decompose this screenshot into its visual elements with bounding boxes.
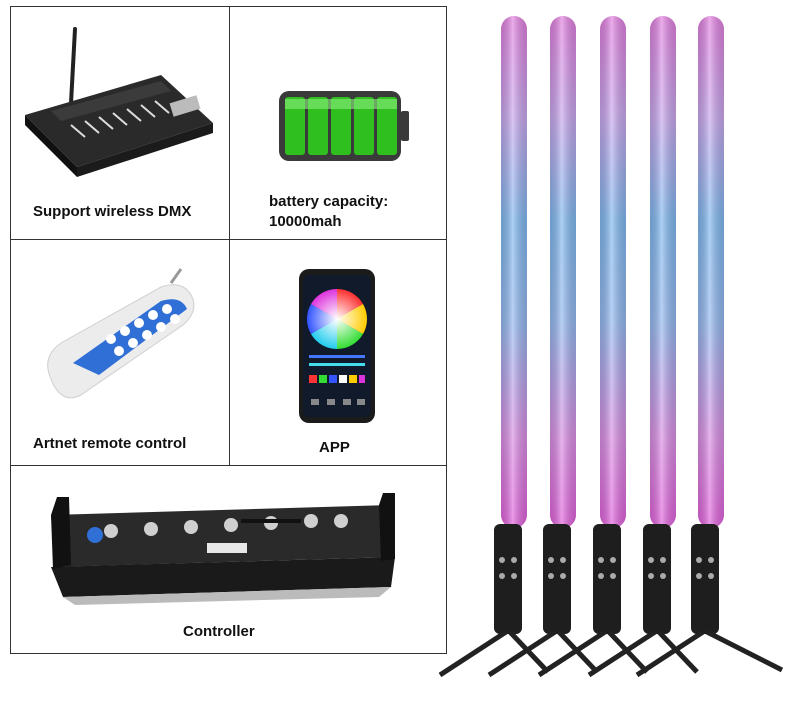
feature-grid: Support wireless DMX battery capacity: 1…	[0, 6, 447, 654]
cell-controller: Controller	[11, 465, 446, 653]
cell-app: APP	[229, 239, 446, 465]
cell-wireless-dmx: Support wireless DMX	[0, 7, 229, 239]
light-tube-1	[438, 16, 550, 678]
dmx-label: Support wireless DMX	[33, 203, 192, 220]
controller-image	[51, 493, 395, 605]
battery-icon	[279, 91, 409, 161]
grid-divider-row1	[11, 239, 446, 240]
battery-capacity-value: 10000mah	[269, 213, 342, 230]
cell-remote: Artnet remote control	[11, 239, 229, 465]
app-label: APP	[319, 439, 350, 456]
dmx-console-image	[0, 27, 213, 177]
controller-label: Controller	[183, 623, 255, 640]
light-tube-4	[587, 16, 699, 678]
remote-control-image	[47, 268, 195, 399]
cell-battery: battery capacity: 10000mah	[229, 7, 446, 239]
grid-divider-vertical	[229, 7, 230, 465]
battery-capacity-label: battery capacity:	[269, 193, 389, 210]
light-tube-2	[487, 16, 599, 678]
light-tube-5	[635, 16, 784, 678]
light-tube-3	[537, 16, 649, 678]
remote-label: Artnet remote control	[33, 435, 187, 452]
grid-divider-row2	[11, 465, 446, 466]
phone-app-image	[299, 269, 375, 423]
